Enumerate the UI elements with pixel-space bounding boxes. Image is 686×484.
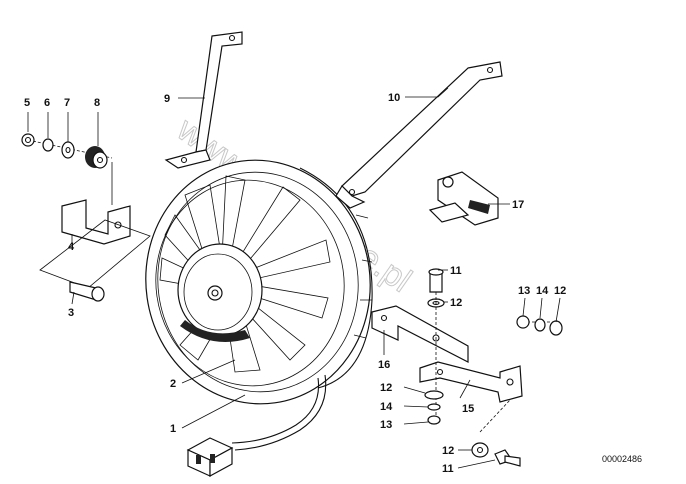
callout-14-mid: 14: [380, 401, 393, 413]
callout-8: 8: [94, 97, 100, 109]
left-mount: [21, 133, 151, 302]
callout-12-mid: 12: [380, 382, 392, 394]
part-17-clip: [428, 171, 499, 226]
callout-13-right: 13: [518, 285, 530, 297]
callout-13-mid: 13: [380, 419, 392, 431]
callout-labels: 5 6 7 8 4 3 9 10 17 11 12 13 14 12 16 15…: [24, 92, 566, 475]
callout-11-bottom: 11: [442, 463, 454, 475]
callout-15: 15: [462, 403, 474, 415]
callout-9: 9: [164, 93, 170, 105]
callout-10: 10: [388, 92, 400, 104]
callout-12-bottom: 12: [442, 445, 454, 457]
callout-3: 3: [68, 307, 74, 319]
callout-16: 16: [378, 359, 390, 371]
bracket-9: [164, 31, 243, 169]
right-mount: [371, 268, 563, 467]
fan-assembly: [145, 159, 373, 478]
callout-6: 6: [44, 97, 50, 109]
callout-2: 2: [170, 378, 176, 390]
connector: [186, 437, 234, 478]
callout-1: 1: [170, 423, 176, 435]
callout-12-top: 12: [450, 297, 462, 309]
callout-14-right: 14: [536, 285, 549, 297]
bracket-10: [335, 61, 503, 209]
callout-17: 17: [512, 199, 524, 211]
callout-12-right: 12: [554, 285, 566, 297]
callout-4: 4: [68, 241, 75, 253]
callout-11-top: 11: [450, 265, 462, 277]
callout-7: 7: [64, 97, 70, 109]
leader-lines: [27, 87, 561, 469]
part-number: 00002486: [602, 454, 642, 464]
callout-5: 5: [24, 97, 30, 109]
